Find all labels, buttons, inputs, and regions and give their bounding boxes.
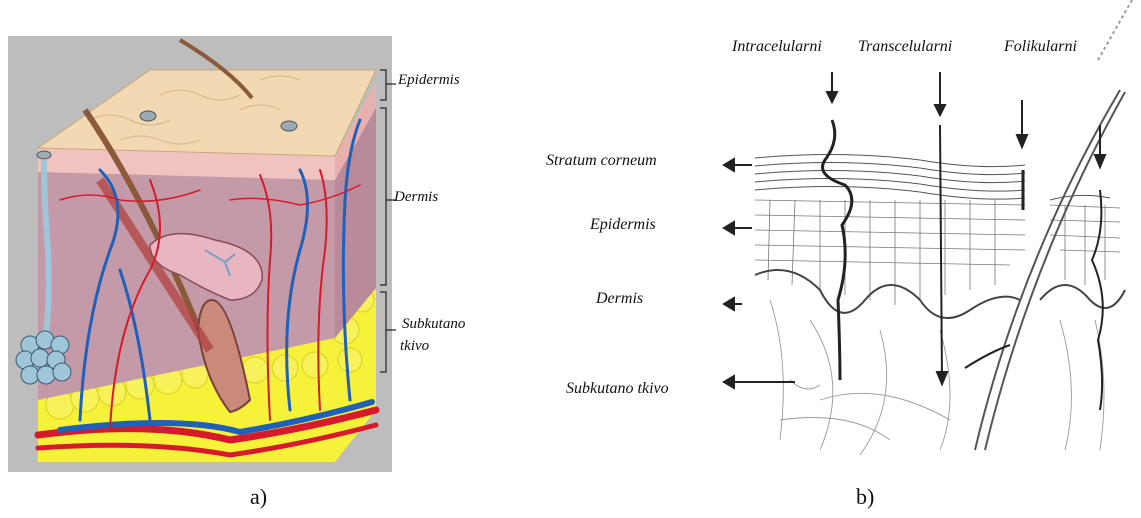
label-dermis-b: Dermis — [596, 290, 643, 308]
label-epidermis-a: Epidermis — [398, 72, 460, 89]
label-transcelularni: Transcelularni — [858, 38, 952, 56]
penetration-pathways-figure: Intracelularni Transcelularni Folikularn… — [520, 0, 1141, 480]
arrow-dermis — [724, 298, 734, 310]
label-stratum-corneum: Stratum corneum — [546, 152, 657, 170]
label-intracelularni: Intracelularni — [732, 38, 822, 56]
epidermis-cells — [755, 200, 1120, 305]
label-dermis-a: Dermis — [394, 189, 438, 206]
label-subkutano-line1-a: Subkutano — [402, 316, 465, 333]
dermal-epidermal-junction — [755, 270, 1020, 318]
intracellular-path — [823, 120, 852, 380]
label-epidermis-b: Epidermis — [590, 216, 656, 234]
pathway-illustration — [520, 0, 1141, 480]
pore-2 — [281, 121, 297, 131]
follicular-arrow-head — [1017, 135, 1027, 147]
skin-cross-section-figure: Epidermis Dermis Subkutano tkivo — [0, 0, 520, 480]
pore-1 — [140, 111, 156, 121]
arrow-epidermis — [724, 222, 734, 234]
stratum-corneum-lines — [755, 154, 1110, 200]
pore-3 — [37, 151, 51, 159]
transcellular-arrow-head — [935, 105, 945, 115]
label-subkutano-tkivo: Subkutano tkivo — [566, 380, 669, 398]
label-subkutano-line2-a: tkivo — [400, 338, 429, 355]
dermis-fibers — [770, 300, 1104, 455]
caption-a: a) — [250, 484, 267, 510]
pathway-arrows — [823, 72, 1106, 410]
arrow-stratum-corneum — [724, 159, 734, 171]
arrow-subkutano — [724, 376, 734, 388]
sweat-gland — [16, 331, 71, 384]
label-folikularni: Folikularni — [1004, 38, 1077, 56]
caption-b: b) — [856, 484, 874, 510]
intracellular-arrow-head — [827, 92, 837, 102]
